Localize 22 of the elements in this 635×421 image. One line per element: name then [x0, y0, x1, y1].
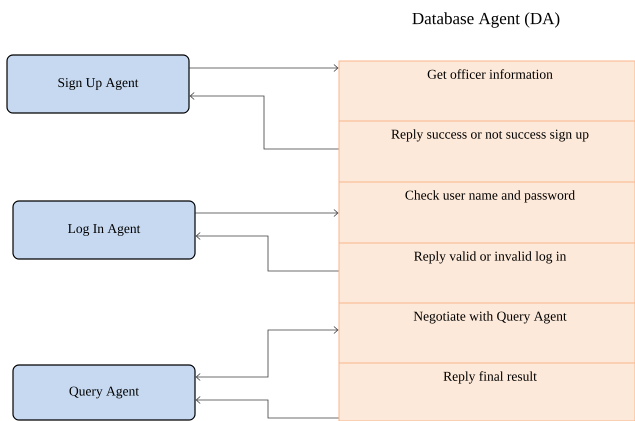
node-label: Reply final result [444, 371, 537, 384]
task-cell: Check user name and password [338, 182, 635, 244]
arrow [189, 64, 338, 72]
task-cell: Negotiate with Query Agent [338, 302, 635, 364]
node-label: Reply success or not success sign up [391, 129, 588, 142]
agent-box: Sign Up Agent [6, 54, 190, 114]
node-label: Check user name and password [405, 190, 575, 202]
task-cell: Reply success or not success sign up [338, 120, 635, 182]
agent-box: Query Agent [12, 364, 196, 421]
arrow [190, 92, 339, 150]
node-label: Negotiate with Query Agent [414, 311, 567, 324]
agent-box: Log In Agent [12, 200, 196, 260]
column-heading: Database Agent (DA) [412, 12, 560, 28]
arrow [196, 326, 338, 381]
arrow [196, 396, 339, 418]
arrow [195, 209, 338, 217]
task-cell: Get officer information [338, 60, 635, 122]
task-cell: Reply valid or invalid log in [338, 242, 635, 304]
node-label: Get officer information [428, 69, 553, 79]
node-label: Reply valid or invalid log in [414, 251, 566, 264]
arrow [196, 232, 339, 272]
task-cell: Reply final result [338, 362, 635, 421]
